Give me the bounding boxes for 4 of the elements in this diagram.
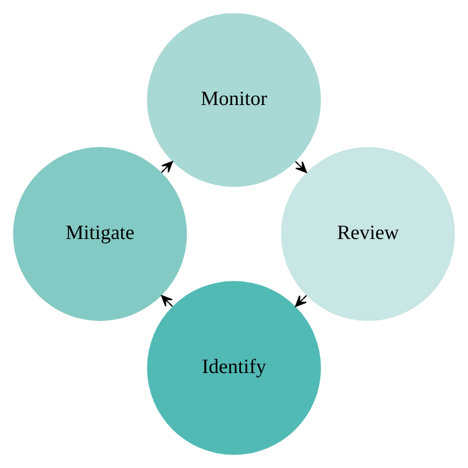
node-circle: Monitor bbox=[147, 13, 321, 187]
node-circle: Identify bbox=[147, 281, 321, 455]
node-circle: Review bbox=[281, 147, 455, 321]
node-circle: Mitigate bbox=[13, 147, 187, 321]
